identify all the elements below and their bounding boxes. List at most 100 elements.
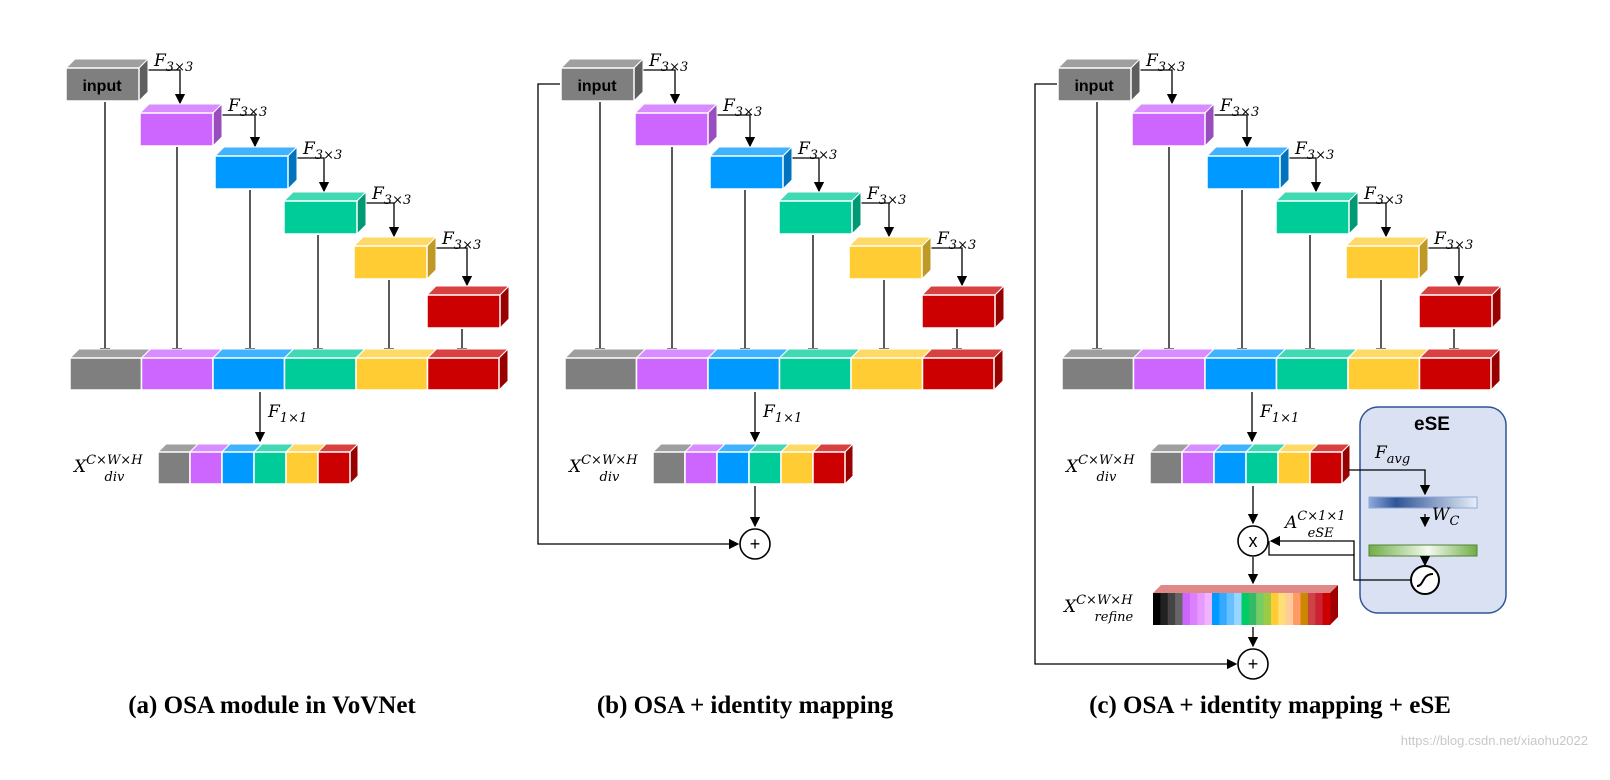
input-label: input [82, 78, 122, 95]
xrefine-strip [1197, 593, 1206, 625]
conv-block-green [777, 190, 863, 236]
xdiv-bar [156, 442, 360, 486]
f3x3-arrow [709, 114, 756, 148]
f3x3-arrow [1132, 69, 1178, 105]
conv-block-blue [708, 145, 794, 191]
ese-title: eSE [1414, 414, 1450, 435]
conv-block-red [1417, 284, 1503, 330]
xrefine-strip [1175, 593, 1183, 625]
f3x3-arrow [358, 202, 400, 238]
input-label: input [577, 78, 617, 95]
xdiv-bar [651, 442, 855, 486]
f3x3-label: F3×3 [866, 184, 906, 208]
conv-block-red [920, 284, 1006, 330]
identity-mapping-arrow [1034, 83, 1238, 670]
f3x3-label: F3×3 [227, 96, 267, 120]
xrefine-strip [1315, 593, 1324, 625]
conv-block-purple [138, 102, 224, 148]
xrefine-strip [1263, 593, 1272, 625]
input-block [1056, 57, 1142, 103]
fc-vector [1368, 544, 1478, 557]
f3x3-label: F3×3 [1219, 96, 1259, 120]
xrefine-strip [1226, 593, 1235, 625]
xrefine-strip [1271, 593, 1279, 625]
xrefine-strip [1300, 593, 1309, 625]
xrefine-strip [1182, 593, 1191, 625]
f3x3-label: F3×3 [441, 229, 481, 253]
xrefine-strip [1278, 593, 1287, 625]
input-block [64, 57, 150, 103]
xrefine-strip [1189, 593, 1198, 625]
conv-block-blue [213, 145, 299, 191]
conv-block-blue [1205, 145, 1291, 191]
concat-bar [1060, 347, 1502, 392]
f3x3-arrow [853, 202, 895, 238]
f3x3-arrow [214, 114, 261, 148]
conv-block-green [1274, 190, 1360, 236]
svg-text:x: x [1249, 531, 1258, 551]
f3x3-arrow [289, 157, 330, 193]
xrefine-strip [1241, 593, 1250, 625]
f3x3-arrow [635, 69, 681, 105]
f3x3-label: F3×3 [936, 229, 976, 253]
concat-bar [563, 347, 1005, 392]
f3x3-label: F3×3 [648, 51, 688, 75]
ese-block: eSE [1359, 406, 1507, 614]
caption-b: (b) OSA + identity mapping [597, 692, 894, 719]
xrefine-strip [1160, 593, 1169, 625]
conv-block-yellow [1344, 235, 1430, 281]
f3x3-arrow [1350, 202, 1392, 238]
svg-text:+: + [750, 534, 761, 554]
xrefine-strip [1167, 593, 1176, 625]
xrefine-strip [1285, 593, 1294, 625]
f1x1-label: F1×1 [267, 402, 307, 426]
f3x3-label: F3×3 [302, 139, 342, 163]
f3x3-label: F3×3 [1294, 139, 1334, 163]
f3x3-label: F3×3 [1363, 184, 1403, 208]
pooled-vector [1368, 496, 1478, 509]
sum-node: + [1237, 648, 1269, 680]
f3x3-label: F3×3 [1433, 229, 1473, 253]
wc-label: WC [1432, 505, 1459, 529]
conv-block-yellow [352, 235, 438, 281]
sum-node: + [739, 528, 771, 560]
xrefine-strip [1153, 593, 1161, 625]
f3x3-label: F3×3 [797, 139, 837, 163]
xrefine-strip [1204, 593, 1213, 625]
conv-block-green [282, 190, 368, 236]
f3x3-label: F3×3 [371, 184, 411, 208]
attention-arrow [1269, 535, 1355, 555]
xrefine-strip [1234, 593, 1242, 625]
f1x1-label: F1×1 [762, 402, 802, 426]
f1x1-label: F1×1 [1259, 402, 1299, 426]
f3x3-arrow [1206, 114, 1253, 148]
sigmoid-icon [1410, 565, 1440, 595]
f3x3-arrow [784, 157, 825, 193]
identity-mapping-arrow [537, 83, 740, 550]
xrefine-strip [1219, 593, 1228, 625]
xrefine-strip [1307, 593, 1316, 625]
conv-block-yellow [847, 235, 933, 281]
f3x3-arrow [428, 247, 473, 287]
f3x3-arrow [923, 247, 968, 287]
xdiv-bar [1148, 442, 1352, 486]
svg-text:+: + [1248, 654, 1259, 674]
conv-block-purple [633, 102, 719, 148]
multiply-node: x [1237, 525, 1269, 557]
caption-a: (a) OSA module in VoVNet [128, 692, 416, 719]
caption-c: (c) OSA + identity mapping + eSE [1089, 692, 1451, 719]
favg-label: Favg [1374, 443, 1410, 467]
f3x3-arrow [140, 69, 186, 105]
input-label: input [1074, 78, 1114, 95]
f3x3-label: F3×3 [722, 96, 762, 120]
f3x3-arrow [1281, 157, 1322, 193]
watermark: https://blog.csdn.net/xiaohu2022 [1401, 733, 1588, 748]
